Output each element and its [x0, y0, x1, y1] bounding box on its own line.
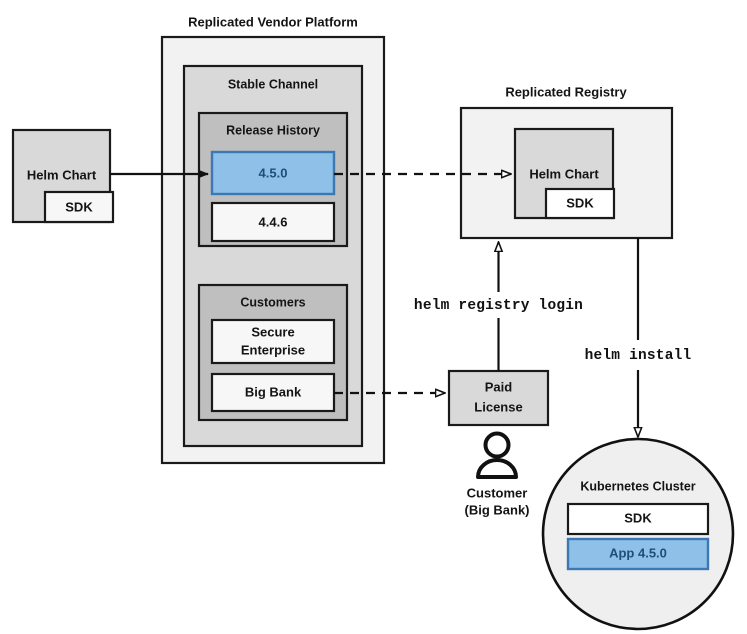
source-helm-chart-label: Helm Chart — [27, 167, 97, 182]
platform-title: Replicated Vendor Platform — [188, 14, 358, 29]
customer-actor-label-line1: Customer — [467, 485, 528, 500]
customer-secure-enterprise-box[interactable] — [210, 318, 336, 365]
cluster-sdk-label: SDK — [624, 510, 652, 525]
registry-helm-chart-node[interactable]: Helm Chart SDK — [513, 127, 616, 220]
source-sdk-label: SDK — [65, 199, 93, 214]
registry-title: Replicated Registry — [505, 84, 627, 99]
paid-license-label-line1: Paid — [485, 379, 513, 394]
customer-actor: Customer (Big Bank) — [465, 431, 530, 517]
customer-big-bank[interactable]: Big Bank — [210, 372, 336, 413]
release-history-title: Release History — [226, 123, 320, 137]
person-icon-head — [483, 431, 511, 459]
edge-label-helm-registry-login: helm registry login — [414, 298, 583, 314]
edge-label-helm-install: helm install — [585, 348, 692, 364]
customer-big-bank-label: Big Bank — [245, 384, 302, 399]
release-item-450[interactable]: 4.5.0 — [210, 150, 336, 196]
paid-license-node[interactable]: Paid License — [447, 369, 550, 427]
stable-channel-title: Stable Channel — [228, 77, 318, 91]
customer-actor-label-line2: (Big Bank) — [465, 502, 530, 517]
registry-sdk-label: SDK — [566, 195, 594, 210]
paid-license-label-line2: License — [474, 399, 522, 414]
customer-secure-enterprise[interactable]: Secure Enterprise — [210, 318, 336, 365]
release-450-label: 4.5.0 — [259, 165, 288, 180]
release-446-label: 4.4.6 — [259, 214, 288, 229]
cluster-app-box[interactable] — [566, 537, 710, 571]
customers-title: Customers — [240, 295, 305, 309]
release-450-box[interactable] — [210, 150, 336, 196]
kubernetes-cluster-node[interactable]: Kubernetes Cluster SDK App 4.5.0 — [541, 437, 735, 631]
customer-secure-enterprise-label-line2: Enterprise — [241, 342, 305, 357]
release-item-446[interactable]: 4.4.6 — [210, 201, 336, 243]
source-helm-chart-node[interactable]: Helm Chart SDK — [11, 128, 115, 224]
cluster-app-label: App 4.5.0 — [609, 545, 667, 560]
customer-secure-enterprise-label-line1: Secure — [251, 324, 294, 339]
person-icon-body — [476, 458, 518, 479]
kubernetes-cluster-title: Kubernetes Cluster — [580, 479, 695, 493]
release-446-box[interactable] — [210, 201, 336, 243]
source-sdk-box[interactable] — [43, 190, 115, 224]
cluster-sdk-box[interactable] — [566, 502, 710, 536]
customer-big-bank-box[interactable] — [210, 372, 336, 413]
registry-sdk-box[interactable] — [544, 187, 616, 220]
registry-helm-chart-label: Helm Chart — [529, 166, 599, 181]
